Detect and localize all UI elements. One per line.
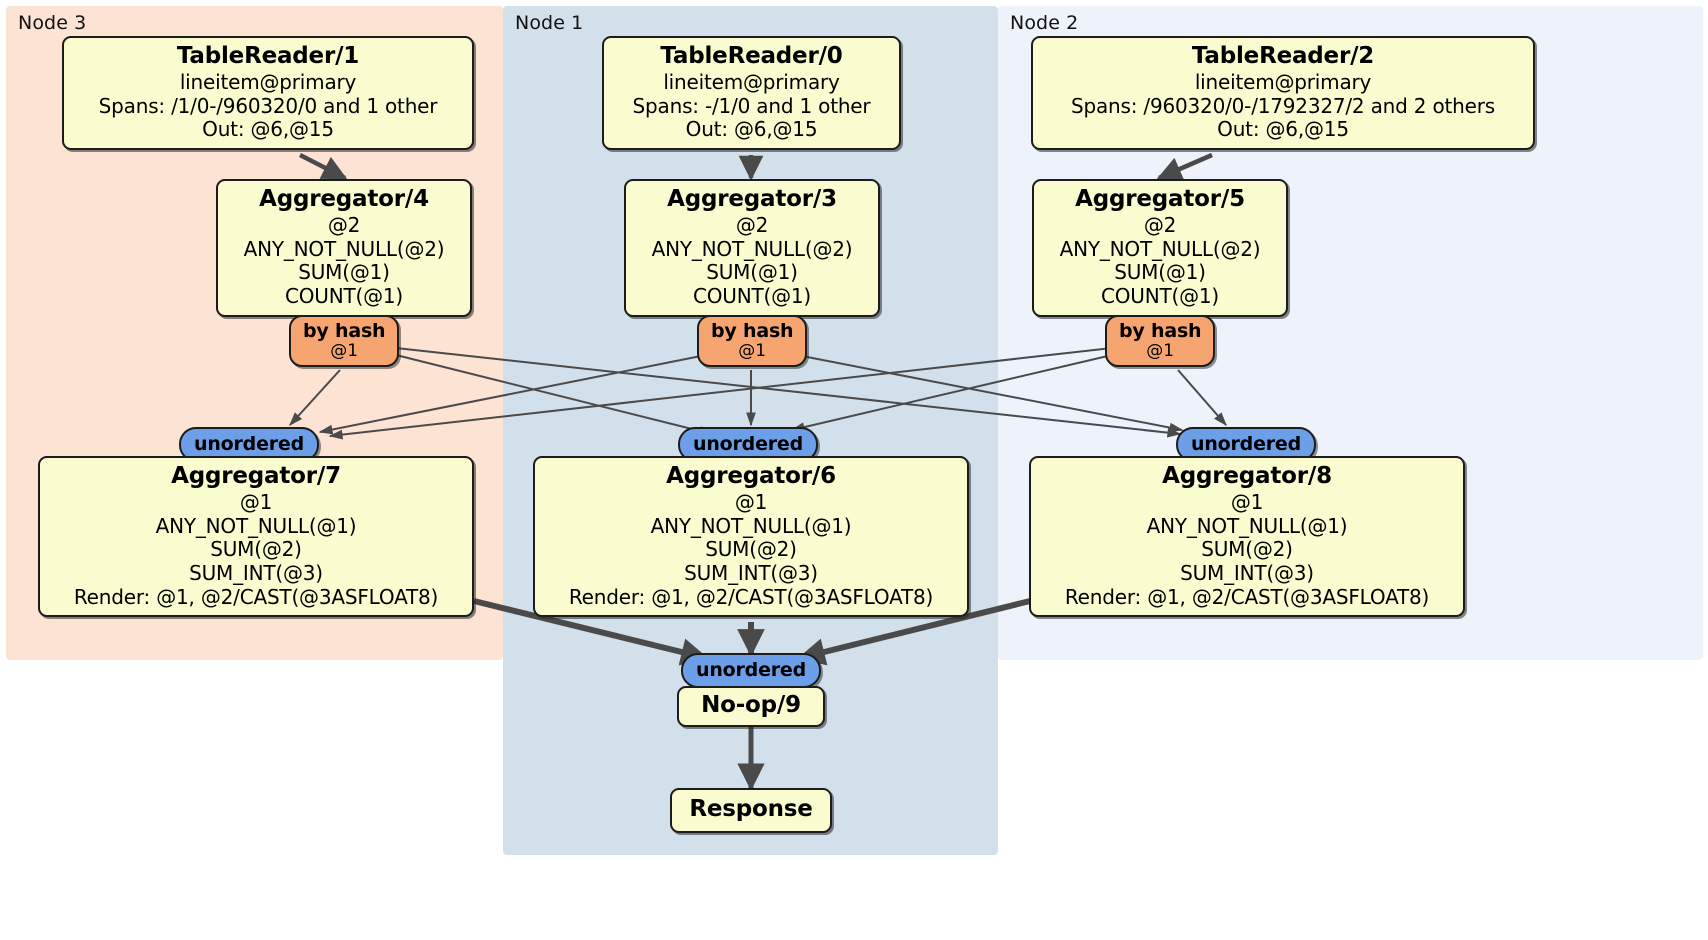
processor-title: Aggregator/5 (1075, 186, 1245, 212)
processor-line: @2 (735, 213, 769, 238)
processor-aggregator3[interactable]: Aggregator/3 @2 ANY_NOT_NULL(@2) SUM(@1)… (624, 179, 880, 317)
processor-title: Aggregator/8 (1162, 463, 1332, 489)
processor-title: Aggregator/7 (171, 463, 341, 489)
badge-type-label: by hash (711, 320, 794, 342)
processor-line: Spans: -/1/0 and 1 other (632, 93, 871, 118)
processor-render-line: Render: @1, @2/CAST(@3ASFLOAT8) (1064, 584, 1430, 609)
processor-line: SUM(@1) (298, 260, 390, 285)
processor-render-line: Render: @1, @2/CAST(@3ASFLOAT8) (73, 584, 439, 609)
processor-aggregator4[interactable]: Aggregator/4 @2 ANY_NOT_NULL(@2) SUM(@1)… (216, 179, 472, 317)
processor-aggregator8[interactable]: Aggregator/8 @1 ANY_NOT_NULL(@1) SUM(@2)… (1029, 456, 1465, 618)
processor-line: Out: @6,@15 (1217, 117, 1349, 142)
processor-line: ANY_NOT_NULL(@1) (1146, 513, 1348, 538)
badge-type-label: unordered (696, 659, 807, 681)
processor-line: SUM(@1) (1114, 260, 1206, 285)
processor-line: ANY_NOT_NULL(@2) (651, 236, 853, 261)
processor-line: SUM_INT(@3) (1180, 560, 1314, 585)
node-panel-label-node3: Node 3 (18, 12, 87, 34)
processor-title: Aggregator/6 (666, 463, 836, 489)
processor-line: ANY_NOT_NULL(@2) (1059, 236, 1261, 261)
badge-column-label: @1 (330, 341, 359, 361)
processor-render-line: Render: @1, @2/CAST(@3ASFLOAT8) (568, 584, 934, 609)
badge-type-label: unordered (1191, 433, 1302, 455)
badge-column-label: @1 (1146, 341, 1175, 361)
processor-line: COUNT(@1) (284, 283, 404, 308)
processor-title: TableReader/2 (1191, 43, 1375, 69)
processor-line: @2 (327, 213, 361, 238)
processor-line: COUNT(@1) (1100, 283, 1220, 308)
node-panel-label-node2: Node 2 (1010, 12, 1079, 34)
processor-line: @2 (1143, 213, 1177, 238)
input-badge-unordered-final[interactable]: unordered (681, 653, 822, 688)
processor-line: ANY_NOT_NULL(@1) (650, 513, 852, 538)
processor-line: SUM(@2) (1201, 537, 1293, 562)
processor-line: Out: @6,@15 (685, 117, 818, 142)
badge-type-label: by hash (303, 320, 386, 342)
processor-aggregator7[interactable]: Aggregator/7 @1 ANY_NOT_NULL(@1) SUM(@2)… (38, 456, 474, 618)
processor-response[interactable]: Response (670, 788, 832, 834)
badge-column-label: @1 (738, 341, 767, 361)
processor-line: Out: @6,@15 (202, 117, 334, 142)
processor-line: lineitem@primary (179, 70, 357, 95)
processor-line: SUM(@2) (705, 537, 797, 562)
processor-line: COUNT(@1) (692, 283, 812, 308)
processor-tablereader1[interactable]: TableReader/1 lineitem@primary Spans: /1… (62, 36, 474, 150)
processor-line: @1 (734, 490, 768, 515)
processor-aggregator5[interactable]: Aggregator/5 @2 ANY_NOT_NULL(@2) SUM(@1)… (1032, 179, 1288, 317)
processor-tablereader0[interactable]: TableReader/0 lineitem@primary Spans: -/… (602, 36, 901, 150)
processor-line: lineitem@primary (663, 70, 840, 95)
processor-title: Aggregator/3 (667, 186, 837, 212)
processor-line: ANY_NOT_NULL(@1) (155, 513, 357, 538)
processor-aggregator6[interactable]: Aggregator/6 @1 ANY_NOT_NULL(@1) SUM(@2)… (533, 456, 969, 618)
badge-type-label: by hash (1119, 320, 1202, 342)
processor-line: @1 (1230, 490, 1264, 515)
processor-tablereader2[interactable]: TableReader/2 lineitem@primary Spans: /9… (1031, 36, 1535, 150)
output-badge-by-hash-mid[interactable]: by hash @1 (697, 315, 808, 367)
processor-line: Spans: /1/0-/960320/0 and 1 other (98, 93, 438, 118)
processor-title: Aggregator/4 (259, 186, 429, 212)
badge-type-label: unordered (693, 433, 804, 455)
processor-title: TableReader/0 (660, 43, 843, 69)
processor-noop9[interactable]: No-op/9 (677, 686, 825, 728)
processor-title: Response (689, 796, 813, 822)
processor-line: SUM(@1) (706, 260, 798, 285)
processor-title: TableReader/1 (176, 43, 360, 69)
processor-title: No-op/9 (701, 692, 801, 718)
processor-line: ANY_NOT_NULL(@2) (243, 236, 445, 261)
processor-line: lineitem@primary (1194, 70, 1372, 95)
output-badge-by-hash-right[interactable]: by hash @1 (1105, 315, 1216, 367)
badge-type-label: unordered (194, 433, 305, 455)
processor-line: SUM_INT(@3) (684, 560, 818, 585)
processor-line: @1 (239, 490, 273, 515)
node-panel-label-node1: Node 1 (515, 12, 584, 34)
processor-line: SUM_INT(@3) (189, 560, 323, 585)
processor-line: Spans: /960320/0-/1792327/2 and 2 others (1070, 93, 1495, 118)
processor-line: SUM(@2) (210, 537, 302, 562)
output-badge-by-hash-left[interactable]: by hash @1 (289, 315, 400, 367)
